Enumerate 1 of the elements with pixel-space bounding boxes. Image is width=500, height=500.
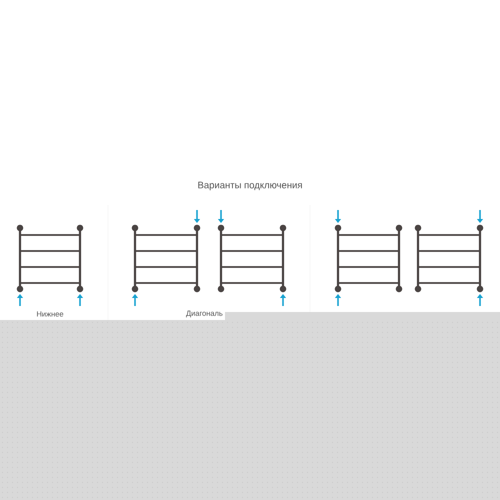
section-title: Варианты подключения — [198, 182, 302, 190]
